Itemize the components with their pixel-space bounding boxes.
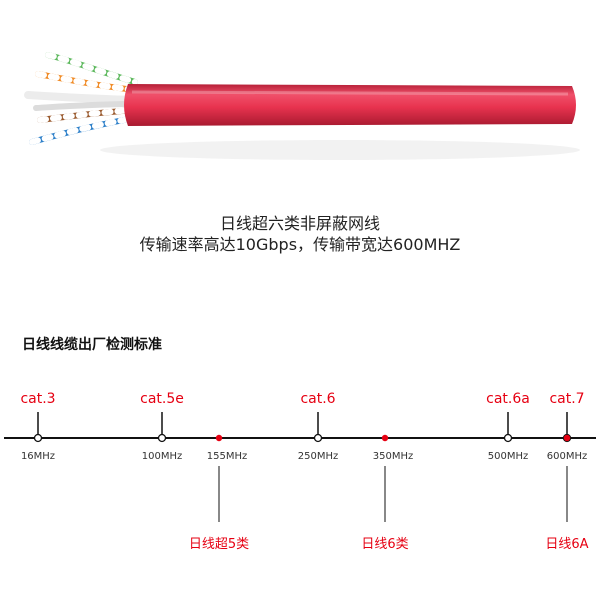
standard-freq-cat-7: 600MHz: [547, 451, 587, 462]
standard-freq-cat-5e: 100MHz: [142, 451, 182, 462]
standard-label-cat-6a: cat.6a: [486, 391, 530, 407]
product-3-marker: [563, 434, 571, 442]
product-2-freq: 350MHz: [373, 451, 413, 462]
product-2-label: 日线6类: [361, 537, 408, 552]
product-1-label: 日线超5类: [189, 537, 249, 552]
standard-marker-cat-3: [33, 433, 43, 443]
standard-freq-cat-6a: 500MHz: [488, 451, 528, 462]
product-1-marker: [215, 434, 223, 442]
cable-jacket: [124, 84, 576, 126]
product-2-marker: [381, 434, 389, 442]
twisted-pairs: [24, 52, 139, 145]
standard-label-cat-3: cat.3: [20, 391, 55, 407]
standard-label-cat-6: cat.6: [300, 391, 335, 407]
standard-label-cat-7: cat.7: [549, 391, 584, 407]
standard-freq-cat-6: 250MHz: [298, 451, 338, 462]
standard-label-cat-5e: cat.5e: [140, 391, 184, 407]
frequency-timeline: cat.3 16MHz cat.5e 100MHz cat.6 250MHz cat.6a 5…: [4, 391, 596, 552]
standard-marker-cat-6a: [503, 433, 513, 443]
caption-line-2: 传输速率高达10Gbps，传输带宽达600MHZ: [139, 235, 461, 254]
product-1-freq: 155MHz: [207, 451, 247, 462]
cable-illustration: [24, 52, 580, 160]
standard-marker-cat-5e: [157, 433, 167, 443]
standard-freq-cat-3: 16MHz: [21, 451, 55, 462]
product-3-label: 日线6A: [545, 537, 588, 552]
section-title: 日线线缆出厂检测标准: [22, 337, 162, 353]
standard-marker-cat-6: [313, 433, 323, 443]
caption-line-1: 日线超六类非屏蔽网线: [219, 214, 380, 233]
